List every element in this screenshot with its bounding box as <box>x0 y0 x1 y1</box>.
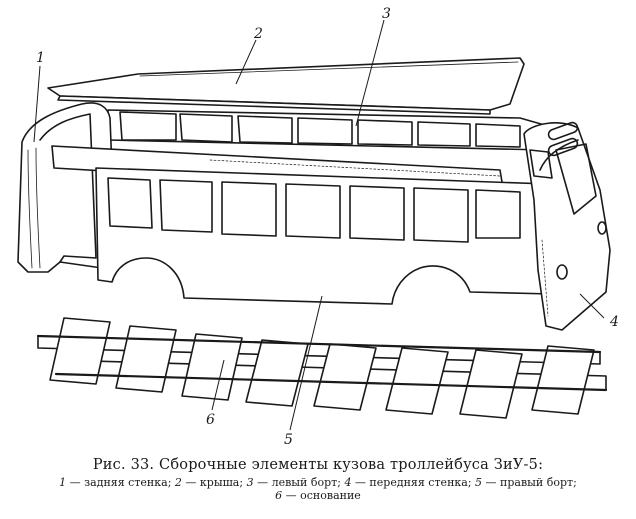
callout-4: 4 <box>609 314 619 330</box>
callout-6: 6 <box>206 412 215 428</box>
legend-num: 2 <box>174 476 182 489</box>
caption-title: Рис. 33. Сборочные элементы кузова тролл… <box>92 457 544 473</box>
callout-5: 5 <box>284 432 293 448</box>
legend-text: — передняя стенка; <box>354 476 472 489</box>
roof-part <box>47 57 525 115</box>
left-side-wall-part <box>107 109 549 151</box>
callout-1: 1 <box>36 50 45 66</box>
legend-text: — задняя стенка; <box>69 476 172 489</box>
legend-text: — основание <box>285 489 361 502</box>
legend-item: 3 — левый борт; <box>247 476 341 489</box>
caption-legend: 1 — задняя стенка; 2 — крыша; 3 — левый … <box>18 476 618 502</box>
legend-num: 6 <box>275 489 283 502</box>
legend-text: — крыша; <box>185 476 244 489</box>
figure-caption: Рис. 33. Сборочные элементы кузова тролл… <box>0 457 636 502</box>
legend-item: 4 — передняя стенка; <box>344 476 471 489</box>
trolleybus-exploded-diagram: 1 2 3 4 5 6 <box>17 6 619 448</box>
legend-num: 4 <box>344 476 352 489</box>
legend-item: 5 — правый борт; <box>475 476 577 489</box>
legend-item: 2 — крыша; <box>175 476 243 489</box>
legend-text: — правый борт; <box>485 476 577 489</box>
rear-wall-part <box>17 102 117 273</box>
base-frame-part <box>36 317 608 419</box>
legend-item: 1 — задняя стенка; <box>59 476 171 489</box>
callout-3: 3 <box>382 6 391 22</box>
legend-num: 5 <box>475 476 483 489</box>
legend-num: 3 <box>246 476 254 489</box>
legend-text: — левый борт; <box>257 476 341 489</box>
legend-item: 6 — основание <box>275 489 361 502</box>
front-wall-part <box>523 121 611 331</box>
right-side-wall-part <box>95 167 561 305</box>
callout-2: 2 <box>253 26 263 42</box>
legend-num: 1 <box>59 476 67 489</box>
